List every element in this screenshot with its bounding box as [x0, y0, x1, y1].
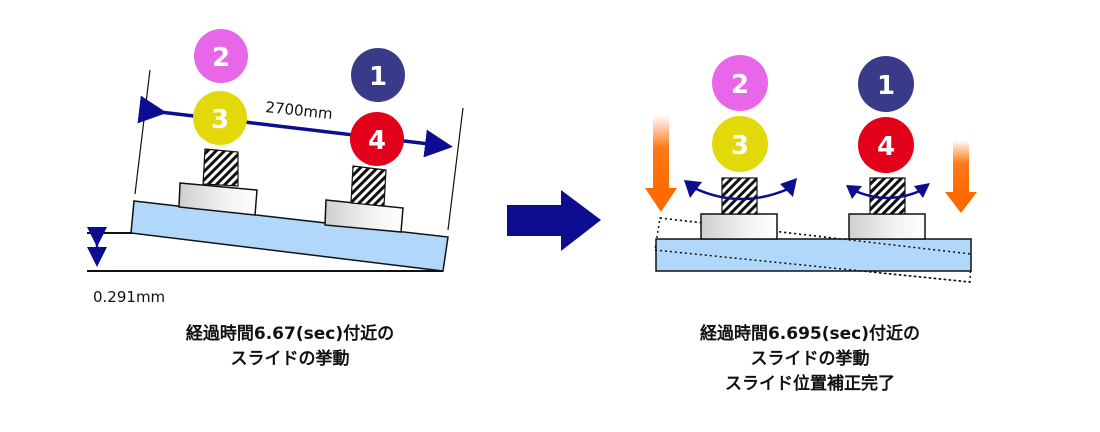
work-block-left-corrected — [700, 177, 778, 240]
rotation-arrow-left — [684, 178, 797, 201]
sensor-circle-1-right: 1 — [858, 56, 914, 112]
sensor-circle-3: 3 — [193, 91, 247, 145]
circle-2-fill — [712, 55, 768, 111]
circle-3-fill — [712, 116, 768, 172]
circle-1-fill — [351, 48, 405, 102]
downforce-arrow-left — [645, 115, 677, 212]
right-caption-line-2: スライドの挙動 — [750, 349, 870, 369]
circle-3-fill — [193, 91, 247, 145]
length-dimension-label: 2700mm — [265, 98, 334, 123]
circle-4-fill — [350, 112, 404, 166]
extension-line-right — [447, 107, 464, 231]
left-caption-line-1: 経過時間6.67(sec)付近の — [185, 324, 395, 344]
previous-position-line-top — [659, 217, 972, 255]
circle-2-label: 2 — [212, 43, 230, 73]
level-slide — [655, 238, 972, 272]
sensor-circle-4-right: 4 — [858, 117, 914, 173]
circle-1-label: 1 — [369, 62, 387, 92]
circle-4-label: 4 — [877, 132, 895, 162]
right-caption-line-1: 経過時間6.695(sec)付近の — [699, 324, 921, 344]
circle-1-fill — [858, 56, 914, 112]
extension-line-left — [134, 69, 151, 195]
work-block-left — [178, 148, 258, 216]
right-panel: 2 3 1 4 — [645, 55, 977, 283]
right-caption: 経過時間6.695(sec)付近の スライドの挙動 スライド位置補正完了 — [685, 322, 935, 397]
left-panel: 2700mm 0.291mm 2 3 1 4 — [87, 29, 464, 306]
sensor-circle-1: 1 — [351, 48, 405, 102]
rotation-arrow-right — [846, 183, 930, 200]
sensor-circle-2-right: 2 — [712, 55, 768, 111]
circle-4-fill — [858, 117, 914, 173]
circle-2-fill — [194, 29, 248, 83]
circle-4-label: 4 — [368, 126, 386, 156]
circle-3-label: 3 — [731, 131, 749, 161]
sensor-circle-2: 2 — [194, 29, 248, 83]
work-block-right — [324, 165, 404, 233]
sensor-circle-3-right: 3 — [712, 116, 768, 172]
height-dimension-label: 0.291mm — [93, 288, 165, 306]
circle-3-label: 3 — [211, 105, 229, 135]
downforce-arrow-right — [945, 140, 977, 213]
left-caption-line-2: スライドの挙動 — [230, 349, 350, 369]
sensor-circle-4: 4 — [350, 112, 404, 166]
left-caption: 経過時間6.67(sec)付近の スライドの挙動 — [165, 322, 415, 372]
transition-arrow — [507, 190, 601, 251]
right-caption-line-3: スライド位置補正完了 — [725, 374, 895, 394]
circle-1-label: 1 — [877, 71, 895, 101]
circle-2-label: 2 — [731, 70, 749, 100]
